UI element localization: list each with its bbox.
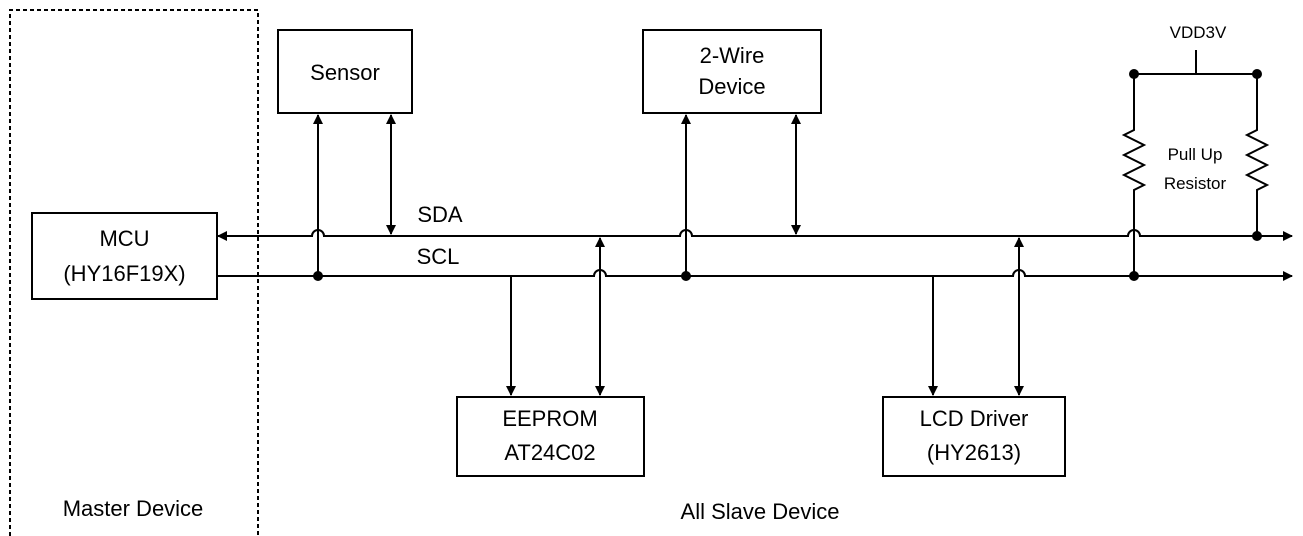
lcd-driver-part-label: (HY2613): [927, 440, 1021, 465]
sensor-box: [277, 29, 413, 114]
lcd-driver-label: LCD Driver: [920, 406, 1029, 431]
sda-bus-line: [217, 229, 1293, 241]
master-device-region: [9, 9, 259, 536]
sda-label: SDA: [417, 202, 463, 227]
two-wire-label-line2: Device: [698, 74, 765, 99]
eeprom-label: EEPROM: [502, 406, 597, 431]
pullup-resistor-sda: [1244, 74, 1270, 236]
scl-pullup-junction: [1129, 271, 1139, 281]
lcd-driver-box: [882, 396, 1066, 477]
mcu-box: [31, 212, 218, 300]
pullup-label-line1: Pull Up: [1168, 145, 1223, 164]
scl-label: SCL: [417, 244, 460, 269]
two-wire-device-box: [642, 29, 822, 114]
vdd-label: VDD3V: [1170, 23, 1227, 42]
sensor-label: Sensor: [310, 60, 380, 85]
eeprom-part-label: AT24C02: [504, 440, 595, 465]
sda-pullup-junction: [1252, 231, 1262, 241]
mcu-label: MCU: [99, 226, 149, 251]
eeprom-box: [456, 396, 645, 477]
all-slave-caption: All Slave Device: [681, 499, 840, 524]
pullup-label-line2: Resistor: [1164, 174, 1227, 193]
two-wire-scl-junction: [681, 271, 691, 281]
sensor-scl-junction: [313, 271, 323, 281]
mcu-part-label: (HY16F19X): [63, 261, 185, 286]
pullup-resistor-scl: [1121, 74, 1147, 276]
master-device-caption: Master Device: [63, 496, 204, 521]
two-wire-label-line1: 2-Wire: [700, 43, 765, 68]
